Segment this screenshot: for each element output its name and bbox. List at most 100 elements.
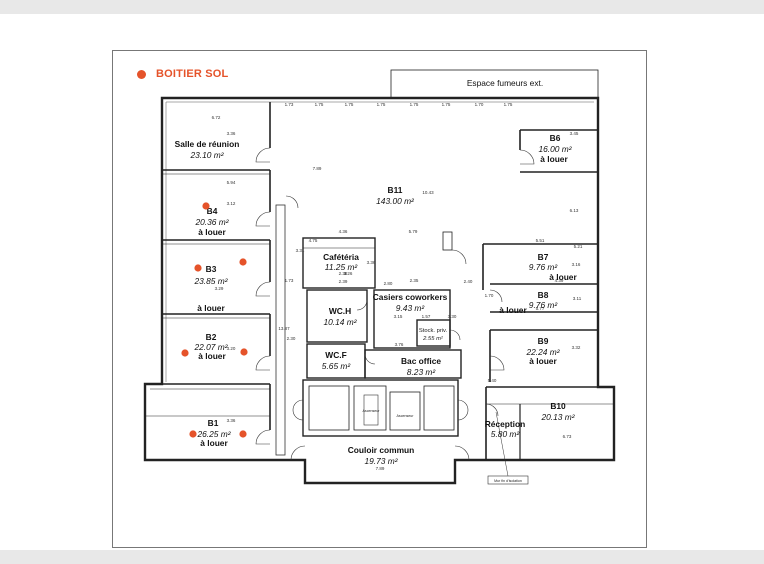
room-status-b7: à louer (549, 272, 577, 282)
room-area-salle-reunion: 23.10 m² (189, 150, 224, 160)
floor-box-marker-icon (189, 430, 197, 438)
room-name-wc-f: WC.F (325, 350, 346, 360)
room-area-b1: 26.25 m² (196, 429, 231, 439)
smoking-terrace-label: Espace fumeurs ext. (467, 78, 543, 88)
room-name-stock: Stock. priv. (419, 328, 448, 334)
legend: BOITIER SOL (137, 66, 228, 82)
lift-a-label: Ascenseur (363, 409, 381, 413)
dimension-label: 1.73 (285, 278, 294, 283)
room-name-b4: B4 (207, 206, 218, 216)
room-name-b3: B3 (206, 264, 217, 274)
dimension-label: 3.26 (344, 271, 353, 276)
room-name-b9: B9 (538, 336, 549, 346)
dimension-label: 3.16 (572, 262, 581, 267)
room-area-b11: 143.00 m² (376, 196, 415, 206)
dimension-label: 1.57 (422, 314, 431, 319)
mur-label: Mur fin d'isolation (494, 479, 522, 483)
dimension-label: 2.35 (410, 278, 419, 283)
room-name-b2: B2 (206, 332, 217, 342)
legend-label: BOITIER SOL (156, 68, 229, 80)
floor-box-marker-icon (194, 264, 202, 272)
floor-box-marker-icon (239, 430, 247, 438)
room-name-casiers: Casiers coworkers (373, 292, 448, 302)
dimension-label: 1.75 (442, 102, 451, 107)
dimension-label: 10.43 (422, 190, 434, 195)
room-status-b4: à louer (198, 227, 226, 237)
dimension-label: 3.11 (573, 296, 582, 301)
room-name-couloir: Couloir commun (348, 445, 415, 455)
dimension-label: 6.13 (570, 208, 579, 213)
floor-box-markers (181, 202, 248, 438)
couloir-door-swings (290, 445, 470, 461)
dimension-label: 5.51 (536, 238, 545, 243)
corridor-partition (275, 204, 286, 456)
right-office-walls (482, 129, 614, 460)
dimension-label: 1.73 (285, 102, 294, 107)
room-area-b9: 22.24 m² (525, 347, 560, 357)
dimension-label: 13.87 (278, 326, 290, 331)
dimension-label: 3.36 (227, 418, 236, 423)
room-area-b7: 9.76 m² (529, 262, 559, 272)
dimension-label: 2.39 (339, 279, 348, 284)
core-door-swings (292, 249, 469, 421)
floor-box-marker-icon (240, 348, 248, 356)
mur-leader-line (495, 411, 509, 477)
dimension-label: 3.32 (572, 345, 581, 350)
room-area-stock: 2.55 m² (422, 336, 444, 342)
dimension-label: 2.40 (464, 279, 473, 284)
drawing-frame (112, 50, 647, 548)
dimension-label: 5.77 (536, 306, 545, 311)
room-area-b8: 9.76 m² (529, 300, 559, 310)
dimension-label: 4.36 (339, 229, 348, 234)
room-area-b3: 23.85 m² (193, 276, 228, 286)
dimension-label: 3.76 (395, 342, 404, 347)
floor-box-marker-icon (137, 69, 146, 79)
dimension-label: 2.38 (339, 271, 348, 276)
dimension-label: 4.39 (555, 278, 564, 283)
room-area-b4: 20.36 m² (194, 217, 229, 227)
dimension-label: 1.75 (315, 102, 324, 107)
dimension-label: 2.30 (287, 336, 296, 341)
dimension-label: 6.73 (563, 434, 572, 439)
dimension-label: 1.75 (410, 102, 419, 107)
room-status-b9: à louer (529, 356, 557, 366)
dimension-label: 5.40 (488, 378, 497, 383)
dimension-label: 1.70 (475, 102, 484, 107)
room-area-wc-h: 10.14 m² (323, 317, 357, 327)
dimension-label: 3.31 (296, 248, 305, 253)
room-name-reception: Réception (485, 419, 526, 429)
room-name-bac-office: Bac office (401, 356, 441, 366)
dimension-label: 3.12 (227, 201, 236, 206)
room-status-b1: à louer (200, 438, 228, 448)
room-name-b10: B10 (550, 401, 566, 411)
dimension-label: 3.20 (227, 346, 236, 351)
room-area-bac-office: 8.23 m² (407, 367, 437, 377)
room-name-b8: B8 (538, 290, 549, 300)
dimension-label: 3.15 (394, 314, 403, 319)
dimension-label: 3.36 (227, 131, 236, 136)
dimension-label: 3.30 (448, 314, 457, 319)
room-area-wc-f: 5.65 m² (322, 361, 352, 371)
room-area-couloir: 19.73 m² (364, 456, 398, 466)
inner-wall-line (165, 101, 594, 382)
room-area-b2: 22.07 m² (193, 342, 228, 352)
room-name-b1: B1 (208, 418, 219, 428)
room-name-b11: B11 (388, 185, 403, 195)
dimension-label: 1.70 (485, 293, 494, 298)
room-area-b6: 16.00 m² (538, 144, 572, 154)
room-area-reception: 5.80 m² (491, 429, 521, 439)
room-status-b2: à louer (198, 351, 226, 361)
room-name-b7: B7 (538, 252, 549, 262)
room-area-b10: 20.13 m² (540, 412, 575, 422)
dimension-label: 1.75 (504, 102, 513, 107)
dimension-label: 6.72 (212, 115, 221, 120)
dimension-label: 5.21 (574, 244, 583, 249)
room-name-b6: B6 (550, 133, 561, 143)
left-door-swings (255, 147, 271, 445)
dimension-label: 5.79 (409, 229, 418, 234)
dimension-label: 7.89 (376, 466, 385, 471)
dimension-label: 3.29 (215, 286, 224, 291)
corridor-door-swing (285, 195, 299, 209)
plan-sheet: BOITIER SOL (0, 14, 764, 550)
